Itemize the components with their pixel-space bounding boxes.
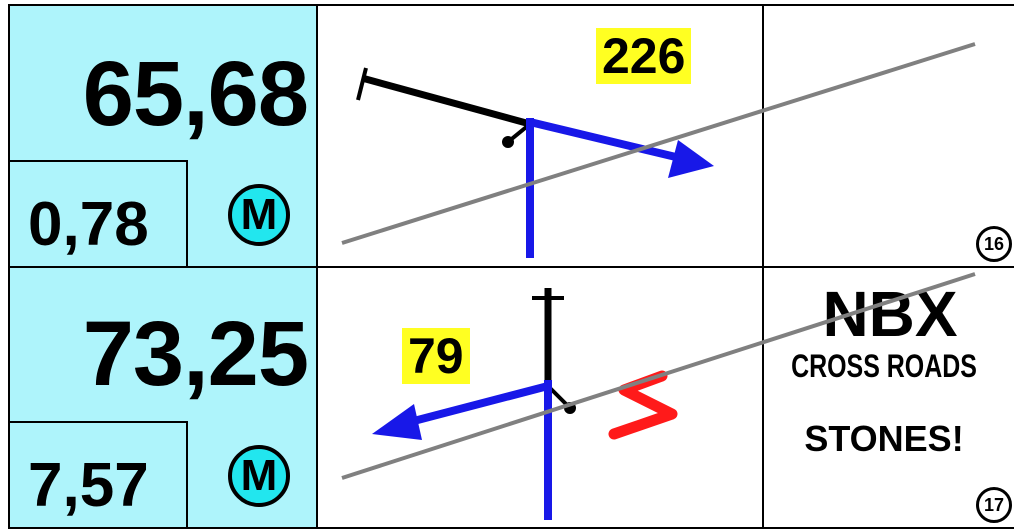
incoming-road xyxy=(361,74,531,128)
partial-distance: 7,57 xyxy=(28,451,149,520)
start-dot xyxy=(502,136,514,148)
roadbook-row-16: 65,68 0,78 M 226 16 xyxy=(0,4,1014,268)
road-end-tick xyxy=(356,67,368,101)
distance-cell: 65,68 0,78 M xyxy=(8,4,318,268)
notes-cell: NBX CROSS ROADS STONES! 17 xyxy=(762,266,1014,529)
note-line-2: STONES! xyxy=(804,418,964,459)
notes-cell: 16 xyxy=(762,4,1014,268)
cap-heading: 226 xyxy=(596,28,692,84)
partial-distance-box: 0,78 xyxy=(8,160,188,268)
hazard-icon xyxy=(608,370,678,440)
tulip-diagram-cell: 226 xyxy=(316,4,764,268)
roadbook-row-17: 73,25 7,57 M 79 NBX CROSS ROADS STONES! xyxy=(0,266,1014,529)
box-number: 17 xyxy=(976,487,1012,523)
marker-badge: M xyxy=(228,445,290,507)
route-arrow-head xyxy=(372,404,422,440)
tulip-diagram xyxy=(356,67,714,258)
route-arrow-head xyxy=(668,140,714,178)
tulip-diagram xyxy=(372,288,678,520)
partial-distance-box: 7,57 xyxy=(8,421,188,529)
tulip-diagram-cell: 79 xyxy=(316,266,764,529)
box-number: 16 xyxy=(976,226,1012,262)
route-line xyxy=(408,382,550,426)
start-dot xyxy=(564,402,576,414)
distance-cell: 73,25 7,57 M xyxy=(8,266,318,529)
total-distance: 73,25 xyxy=(82,303,309,405)
cap-heading: 79 xyxy=(402,328,470,384)
marker-badge: M xyxy=(228,184,290,246)
note-title: NBX xyxy=(822,278,958,350)
route-line xyxy=(529,118,681,162)
note-line-1: CROSS ROADS xyxy=(791,348,977,384)
total-distance: 65,68 xyxy=(82,43,309,145)
partial-distance: 0,78 xyxy=(28,190,149,259)
